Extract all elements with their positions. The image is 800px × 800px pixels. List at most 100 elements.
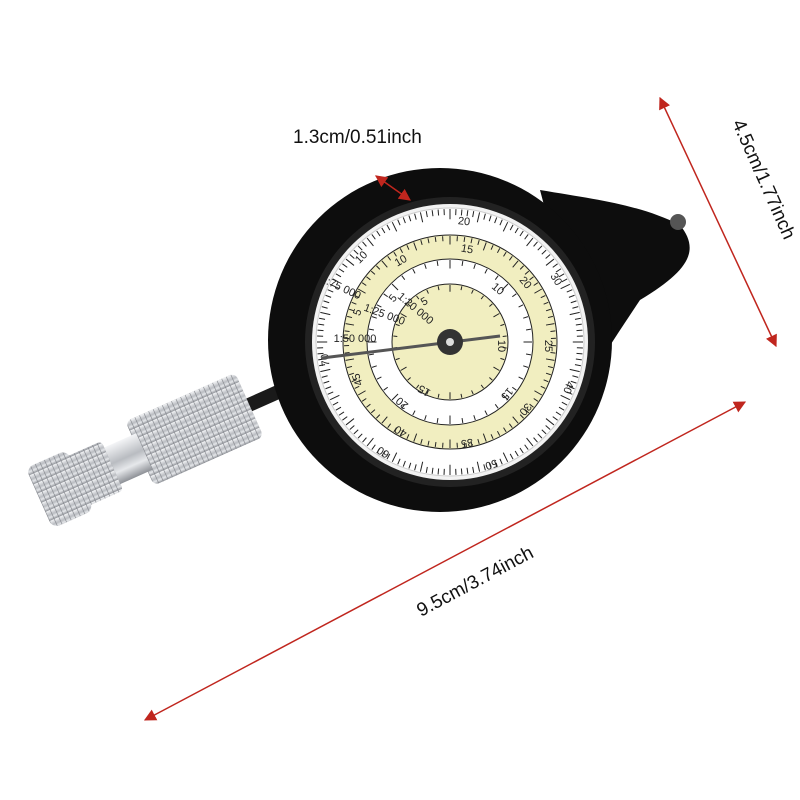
dial-tick — [477, 239, 480, 246]
dial-tick — [327, 391, 334, 395]
dial-tick — [473, 263, 476, 269]
dial-tick — [552, 263, 558, 268]
dial-tick — [524, 234, 529, 240]
dial-tick — [320, 311, 331, 316]
dial-tick — [413, 242, 418, 251]
dial-tick — [525, 328, 532, 331]
dial-tick — [402, 217, 406, 224]
dial-tick — [460, 209, 463, 216]
dial-tick — [376, 376, 382, 380]
dial-tick — [319, 364, 326, 367]
dial-tick — [576, 329, 583, 332]
dial-tick — [344, 352, 350, 354]
dial-tick — [419, 212, 424, 223]
dial-tick — [323, 300, 330, 304]
dial-tick — [344, 330, 350, 332]
dial-tick — [399, 248, 404, 254]
dial-tick — [345, 323, 355, 326]
dial-tick — [533, 398, 539, 402]
dial-tick — [460, 286, 463, 291]
dial-tick — [461, 260, 464, 267]
dial-tick — [547, 365, 553, 369]
dial-tick — [381, 227, 386, 234]
tracing-wheel — [670, 214, 686, 230]
dial-tick — [426, 390, 429, 395]
dial-tick — [347, 365, 353, 369]
dial-tick — [543, 301, 549, 305]
dial-tick — [400, 366, 407, 371]
dial-number: 40 — [560, 380, 575, 396]
dial-tick — [425, 211, 428, 218]
dial-tick — [570, 380, 577, 384]
dial-tick — [393, 251, 397, 257]
dial-tick — [327, 289, 334, 293]
dial-tick — [550, 330, 556, 332]
dial-tick — [406, 244, 410, 250]
dial-tick — [494, 217, 498, 224]
dial-tick — [349, 308, 355, 312]
dial-scale-label: 1:50 000 — [334, 333, 377, 345]
dial-tick — [383, 293, 388, 298]
dial-tick — [463, 236, 466, 243]
dial-tick — [569, 368, 580, 373]
dial-tick — [351, 301, 357, 305]
dial-tick — [488, 215, 492, 222]
dial-tick — [501, 393, 509, 401]
dial-number: 20 — [457, 215, 471, 228]
dial-tick — [518, 304, 524, 308]
dial-tick — [509, 224, 514, 231]
dial-tick — [484, 268, 488, 274]
dial-tick — [566, 289, 573, 293]
dial-tick — [494, 275, 499, 280]
dial-number: 45 — [350, 372, 365, 388]
dial-tick — [545, 358, 555, 361]
dial-tick — [472, 211, 475, 218]
dial-tick — [483, 213, 486, 220]
dial-tick — [391, 221, 398, 232]
dial-tick — [476, 212, 481, 223]
dial-tick — [500, 323, 505, 327]
dial-tick — [558, 273, 565, 278]
dial-tick — [395, 357, 400, 361]
dial-tick — [545, 323, 555, 326]
dial-tick — [381, 260, 388, 268]
dial-tick — [570, 300, 577, 304]
dial-tick — [543, 379, 549, 383]
dial-tick — [541, 249, 547, 255]
dial-tick — [400, 313, 407, 318]
dial-tick — [537, 245, 543, 251]
dial-tick — [391, 393, 399, 401]
dial-tick — [493, 366, 500, 371]
dial-tick — [332, 278, 339, 283]
dial-tick — [434, 236, 437, 243]
dial-tick — [566, 391, 573, 395]
dial-tick — [502, 221, 509, 232]
dial-number: 70 — [319, 353, 332, 367]
dial-tick — [349, 372, 355, 376]
dial-tick — [512, 260, 519, 268]
dial-tick — [519, 265, 524, 270]
dial-tick — [342, 263, 348, 268]
knob-assembly — [28, 374, 298, 526]
dial-tick — [383, 386, 388, 391]
dial-tick — [401, 275, 406, 280]
dial-tick — [329, 394, 340, 401]
dial-tick — [533, 241, 538, 247]
length-arrow — [143, 401, 747, 721]
length-label: 9.5cm/3.74inch — [413, 542, 537, 621]
dial-tick — [354, 295, 360, 299]
thickness-label: 1.3cm/0.51inch — [293, 127, 422, 148]
width-label: 4.5cm/1.77inch — [727, 116, 799, 242]
dial-tick — [482, 242, 487, 251]
dial-tick — [407, 377, 411, 381]
dial-tick — [397, 219, 401, 226]
dial-tick — [493, 313, 500, 318]
dial-tick — [534, 288, 543, 294]
dial-tick — [361, 398, 367, 402]
dial-tick — [496, 248, 501, 254]
dial-tick — [555, 268, 562, 273]
dial-tick — [329, 283, 340, 290]
dial-tick — [318, 323, 325, 326]
dial-tick — [540, 295, 546, 299]
dial-tick — [437, 393, 440, 398]
